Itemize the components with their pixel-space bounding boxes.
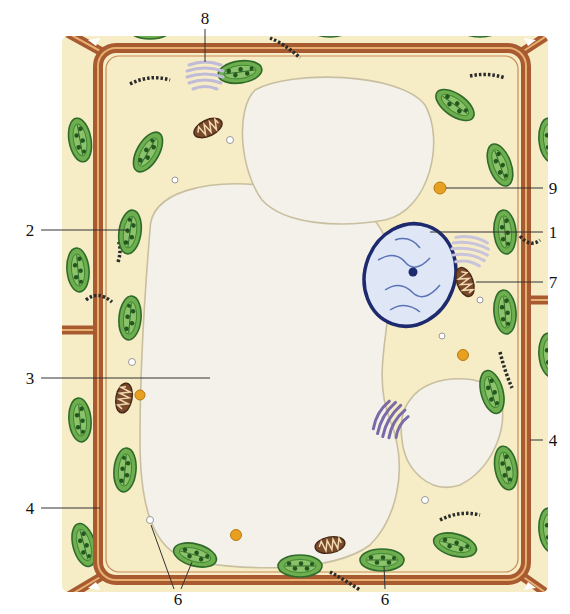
intercellular-space [524, 582, 536, 590]
neighbour-chloroplasts [65, 36, 548, 569]
callout-number: 9 [549, 180, 558, 197]
orange-granules [135, 182, 469, 541]
mitochondria [114, 114, 478, 555]
vesicles [129, 137, 484, 524]
callout-number: 6 [381, 591, 390, 608]
callout-number: 7 [549, 274, 558, 291]
callout-number: 1 [549, 224, 558, 241]
chloroplasts [112, 58, 521, 577]
vacuoles [140, 77, 503, 568]
vacuole [242, 77, 433, 224]
intercellular-space [524, 38, 536, 46]
callout-number: 2 [26, 222, 35, 239]
callout-number: 4 [26, 500, 35, 517]
tissue-ground [62, 36, 548, 592]
callout-number: 6 [174, 591, 183, 608]
cell-wall [88, 38, 536, 590]
nucleus [350, 211, 470, 340]
intercellular-space [88, 38, 100, 46]
neighbour-walls [62, 36, 548, 592]
central-vacuole [140, 184, 399, 568]
plasmodesmata [86, 38, 540, 590]
cytoplasm-ground [62, 36, 548, 592]
callout-number: 8 [201, 10, 210, 27]
golgi-bodies [187, 62, 490, 443]
leader-lines [41, 29, 543, 589]
plasma-membrane [106, 56, 518, 572]
callout-number: 4 [549, 432, 558, 449]
callout-number: 3 [26, 370, 35, 387]
intercellular-space [88, 582, 100, 590]
